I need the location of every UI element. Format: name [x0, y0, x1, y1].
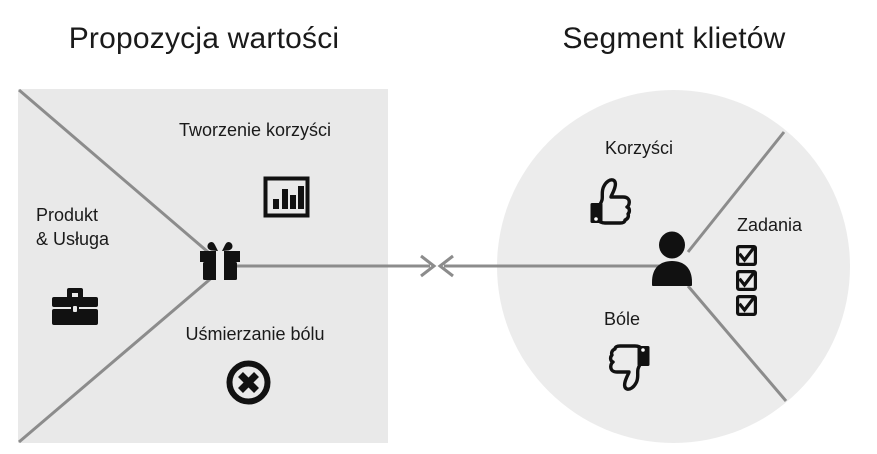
label-gain-creators: Tworzenie korzyści — [178, 120, 332, 140]
label-product-service-line-1: Produkt — [36, 205, 99, 225]
thumbs-up-icon — [589, 177, 633, 225]
label-product-service-line-2: & Usługa — [36, 229, 110, 249]
circle-x-icon — [226, 360, 271, 405]
label-pains: Bóle — [603, 309, 641, 329]
thumbs-down-icon — [607, 344, 651, 392]
checkbox-checked-3[interactable] — [736, 295, 757, 316]
customer-segment-headline: Segment klietów — [562, 22, 786, 55]
value-proposition-headline: Propozycja wartości — [68, 22, 340, 55]
label-gains: Korzyści — [604, 138, 673, 158]
person-icon — [651, 231, 693, 286]
bar-chart-icon — [263, 176, 310, 218]
label-jobs: Zadania — [737, 215, 803, 235]
arrow-left-icon — [437, 254, 454, 278]
checkbox-checked-2[interactable] — [736, 270, 757, 291]
checkbox-list-icon — [736, 245, 757, 316]
arrow-right-icon — [420, 254, 437, 278]
checkbox-checked-1[interactable] — [736, 245, 757, 266]
briefcase-icon — [51, 286, 99, 326]
gift-icon — [197, 239, 243, 283]
label-pain-relievers: Uśmierzanie bólu — [185, 324, 325, 344]
